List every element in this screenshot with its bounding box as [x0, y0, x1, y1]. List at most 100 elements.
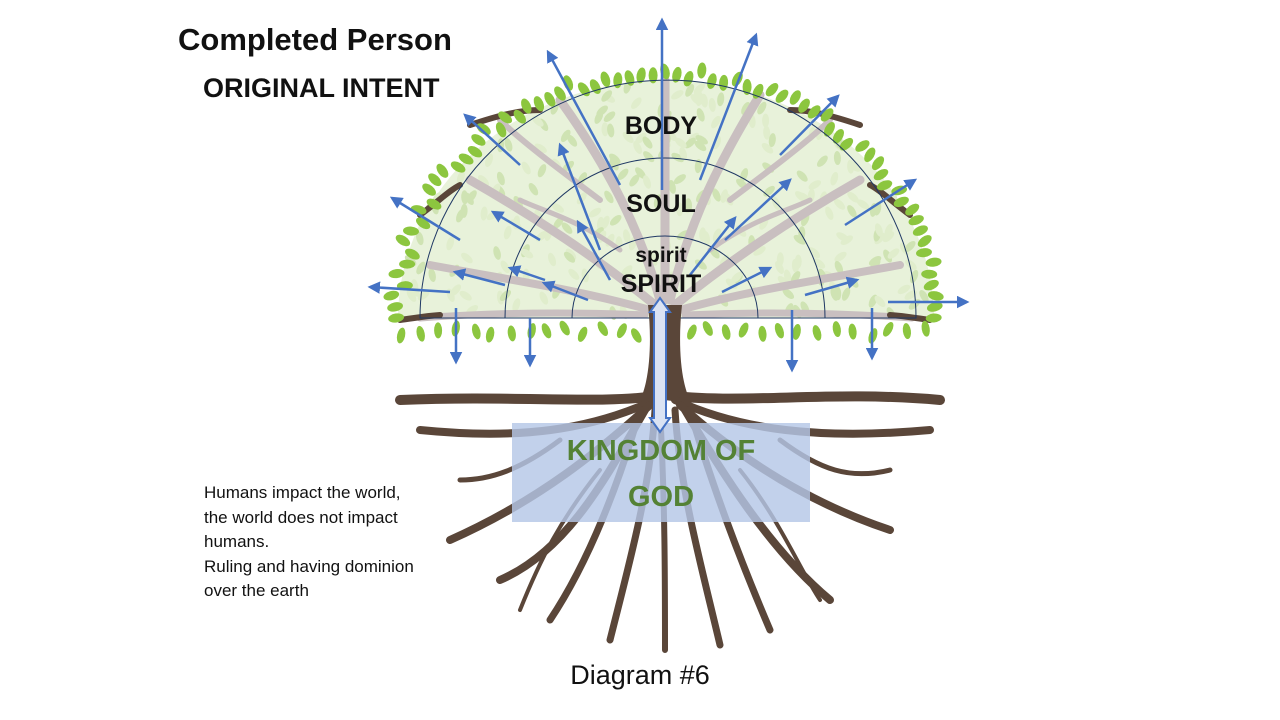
leaf [635, 132, 647, 144]
arrow [698, 32, 759, 181]
arrow [689, 216, 737, 276]
green-leaf [616, 323, 627, 339]
leaf [528, 182, 539, 196]
soul-arc [504, 157, 826, 319]
green-leaf [416, 325, 425, 342]
leaf [825, 206, 834, 220]
green-leaf [383, 290, 400, 301]
leaf [763, 125, 771, 140]
page-subtitle: ORIGINAL INTENT [203, 73, 440, 103]
leaf [500, 260, 510, 274]
leaf [643, 151, 655, 163]
center-double-arrow [648, 296, 672, 434]
leaf [694, 140, 707, 152]
green-leaf [426, 198, 442, 210]
green-leaf [916, 248, 932, 258]
leaf [798, 226, 806, 241]
spirit-lower-label: spirit [635, 244, 686, 267]
green-leaf [848, 323, 857, 340]
leaf [464, 192, 474, 206]
green-leaf [507, 325, 516, 342]
leaf [711, 115, 721, 129]
leaf [793, 234, 806, 245]
green-leaf [521, 98, 532, 114]
leaf [904, 290, 917, 300]
leaf [676, 202, 684, 217]
leaf [629, 174, 640, 187]
green-leaf [926, 302, 943, 312]
leaf [768, 133, 776, 148]
leaf [553, 216, 564, 229]
green-leaf [436, 163, 449, 178]
green-leaf [396, 327, 406, 344]
diagram-label: Diagram #6 [570, 660, 710, 690]
leaf [671, 152, 684, 163]
leaf [794, 254, 802, 269]
green-leaf [921, 269, 938, 279]
leaf [685, 84, 695, 97]
leaf [741, 101, 751, 115]
green-leaf [721, 324, 731, 340]
green-leaf [476, 123, 491, 135]
leaf [621, 265, 633, 277]
leaf [504, 138, 513, 152]
arrow [367, 281, 451, 294]
green-leaf [660, 63, 670, 80]
green-leaf [597, 321, 609, 336]
spirit-arc [571, 235, 759, 319]
leaf [478, 175, 489, 187]
green-leaf [527, 323, 536, 339]
leaf [607, 123, 615, 138]
body-label: BODY [625, 112, 698, 140]
leaf [685, 198, 693, 213]
leaf [594, 110, 604, 124]
leaf [456, 209, 465, 223]
green-leaf [513, 109, 526, 124]
leaf [446, 236, 455, 251]
green-leaf [554, 86, 566, 101]
leaf [532, 115, 544, 127]
green-leaf [485, 326, 495, 343]
green-leaf [471, 134, 486, 146]
green-leaf [387, 302, 403, 312]
green-leaf [683, 70, 694, 87]
leaf [796, 170, 808, 182]
impact-arrows [367, 17, 970, 373]
leaf [856, 199, 870, 210]
leaf [834, 260, 844, 275]
leaf [537, 164, 547, 178]
arrow [507, 265, 546, 282]
leaf [693, 86, 702, 100]
arrow [557, 142, 602, 251]
arrow [844, 178, 918, 227]
leaf [694, 159, 702, 174]
arrow [452, 268, 506, 287]
leaf [847, 205, 857, 218]
leaf [428, 268, 436, 282]
caption: Humans impact the world, the world does … [204, 481, 414, 604]
green-leaf [893, 196, 909, 208]
green-leaf [541, 323, 552, 339]
green-leaf [765, 83, 779, 97]
leaf [884, 223, 893, 238]
leaf [456, 170, 465, 185]
leaf [808, 180, 822, 190]
page-title: Completed Person [178, 22, 452, 57]
green-leaf [544, 91, 556, 107]
leaf [416, 231, 424, 246]
leaf [813, 258, 826, 269]
leaf [609, 215, 622, 226]
leaf [601, 90, 613, 102]
leaf [493, 246, 501, 260]
green-leaf [399, 259, 416, 269]
leaf [484, 153, 494, 168]
leaf [708, 97, 716, 112]
arrow [576, 219, 612, 281]
arrow [463, 113, 521, 166]
leaf [461, 252, 473, 264]
branches [416, 75, 916, 322]
leaf [631, 97, 642, 109]
leaf [673, 174, 686, 185]
arrow [546, 49, 622, 186]
arrow [779, 94, 840, 156]
